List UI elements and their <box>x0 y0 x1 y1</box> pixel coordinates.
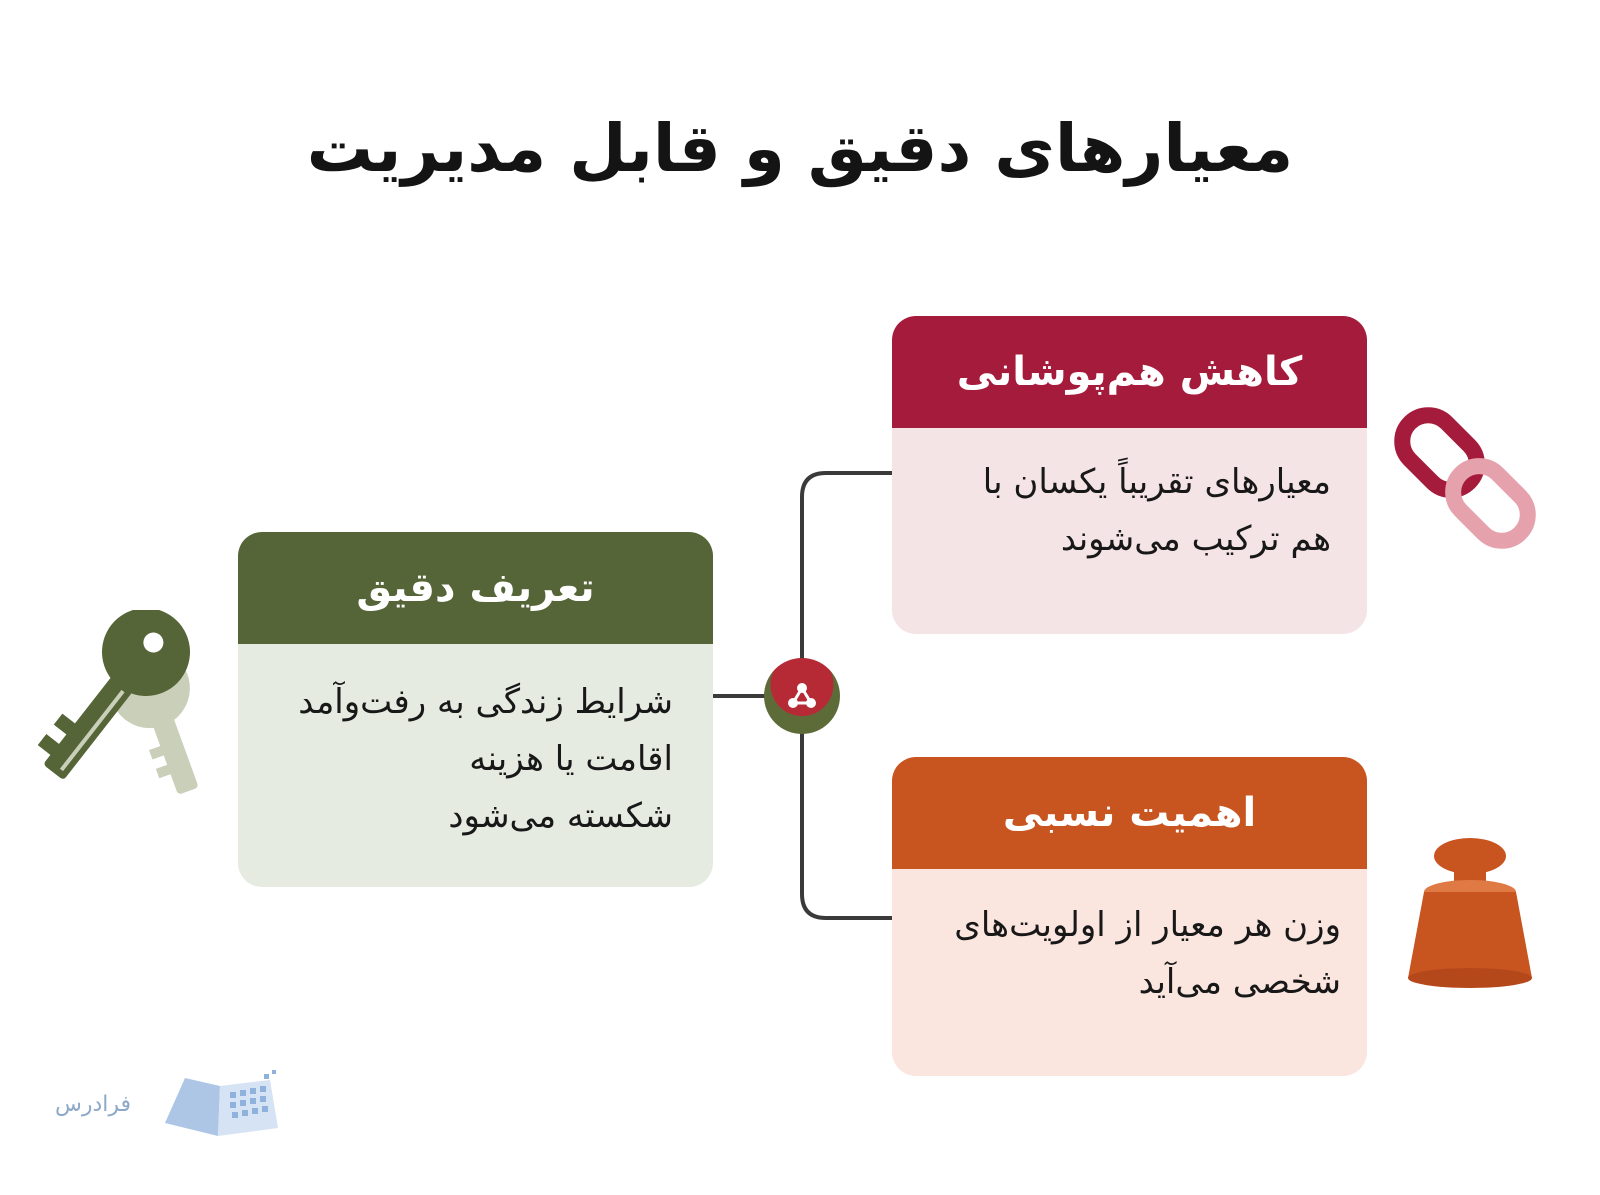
weight-icon <box>1408 838 1532 988</box>
card-overlap-line: معیارهای تقریباً یکسان با <box>982 462 1331 502</box>
card-relative-importance: اهمیت نسبی وزن هر معیار از اولویت‌های شخ… <box>892 757 1367 1076</box>
card-importance-body: وزن هر معیار از اولویت‌های شخصی می‌آید <box>892 869 1367 1011</box>
card-precise-title: تعریف دقیق <box>238 532 713 644</box>
card-importance-title: اهمیت نسبی <box>892 757 1367 869</box>
watermark-logo-text: فرادرس <box>55 1092 132 1117</box>
card-importance-line: شخصی می‌آید <box>1138 962 1341 1002</box>
watermark-book-icon <box>165 1070 278 1136</box>
page-title: معیارهای دقیق و قابل مدیریت <box>306 110 1294 187</box>
share-nodes-icon <box>764 658 840 734</box>
card-overlap-title: کاهش هم‌پوشانی <box>892 316 1367 428</box>
key-icon <box>38 610 198 794</box>
card-precise-definition: تعریف دقیق شرایط زندگی به رفت‌وآمد اقامت… <box>238 532 713 887</box>
card-precise-body: شرایط زندگی به رفت‌وآمد اقامت یا هزینه ش… <box>238 644 713 845</box>
card-overlap-body: معیارهای تقریباً یکسان با هم ترکیب می‌شو… <box>892 428 1367 568</box>
card-importance-line: وزن هر معیار از اولویت‌های <box>954 905 1341 945</box>
card-precise-line: شکسته می‌شود <box>448 796 673 836</box>
card-precise-line: شرایط زندگی به رفت‌وآمد <box>298 682 673 722</box>
chain-link-icon <box>1394 407 1536 549</box>
card-overlap-line: هم ترکیب می‌شوند <box>1060 519 1331 559</box>
card-precise-line: اقامت یا هزینه <box>469 739 673 779</box>
card-overlap-reduction: کاهش هم‌پوشانی معیارهای تقریباً یکسان با… <box>892 316 1367 634</box>
